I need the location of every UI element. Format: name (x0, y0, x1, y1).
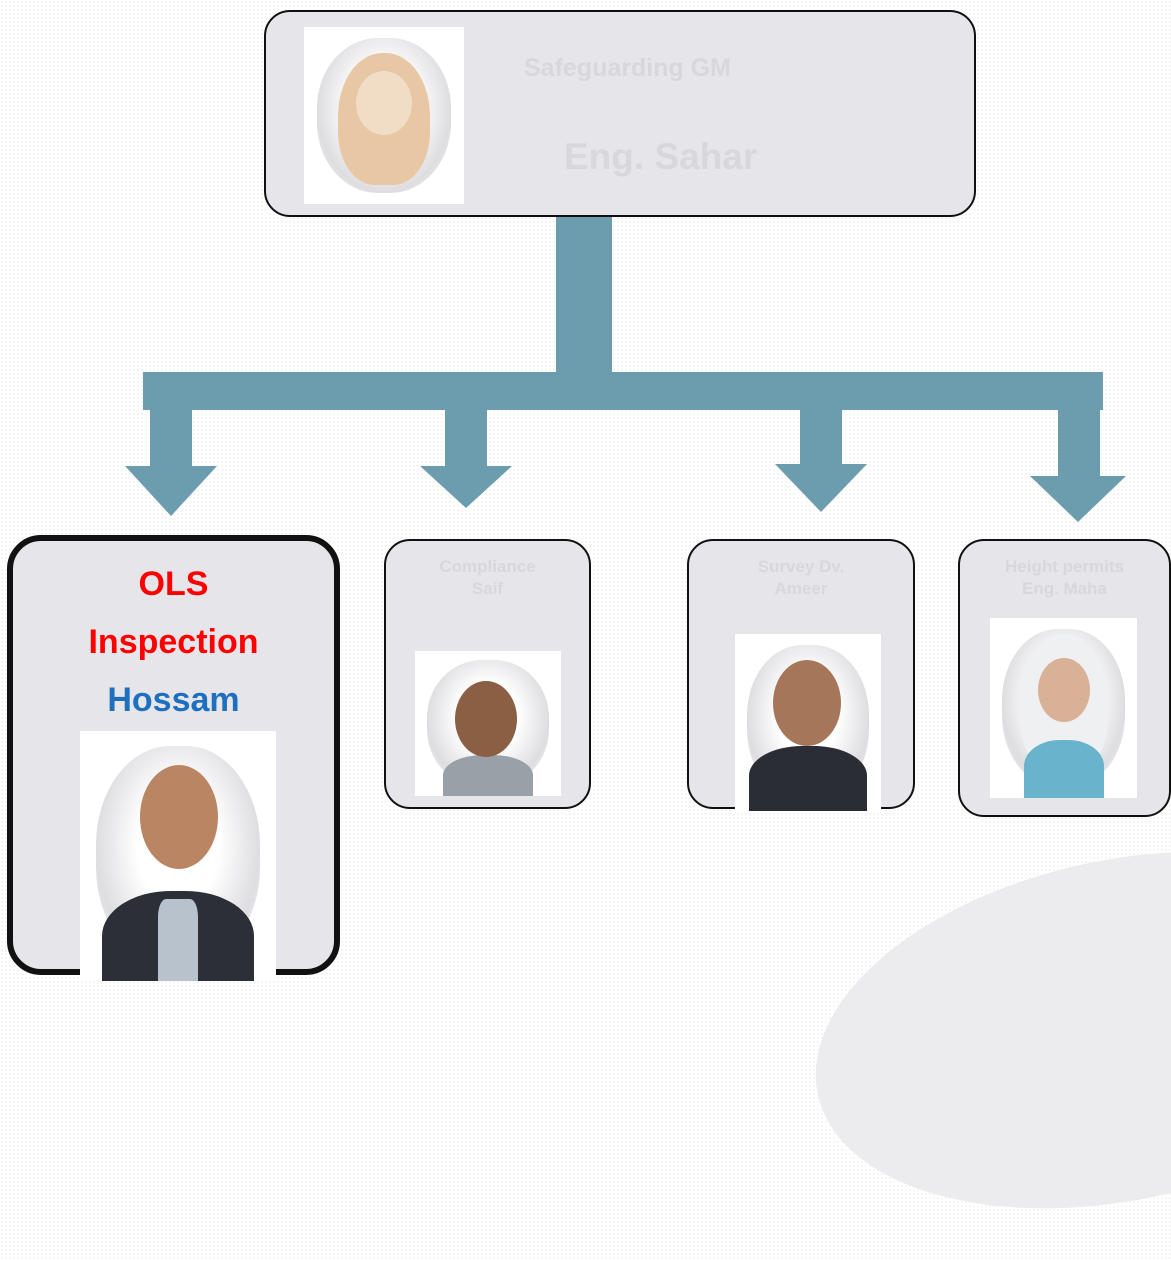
ameer-photo (735, 634, 881, 811)
height-permits-label: Height permits (1004, 557, 1125, 576)
maha-photo (990, 618, 1137, 798)
saif-photo (415, 651, 561, 796)
arrow-shaft-ols (150, 408, 192, 468)
trunk-connector (556, 216, 612, 376)
top-node-name: Eng. Sahar (564, 136, 758, 177)
child-node-height-permits: Height permits Eng. Maha (958, 539, 1171, 817)
arrow-shaft-survey (800, 408, 842, 466)
horizontal-bar-connector (143, 372, 1103, 410)
ols-name-label: Hossam (107, 681, 240, 719)
top-node-role: Safeguarding GM (524, 54, 731, 82)
arrow-head-survey (775, 464, 867, 512)
survey-label: Survey Dv. (757, 557, 845, 576)
child-node-survey: Survey Dv. Ameer (687, 539, 915, 811)
child-node-compliance: Compliance Saif (384, 539, 591, 809)
arrow-head-ols (125, 466, 217, 516)
compliance-label: Compliance (439, 557, 536, 576)
survey-name-label: Ameer (774, 579, 828, 598)
hossam-photo (80, 731, 276, 981)
sahar-photo (304, 27, 464, 204)
ols-inspection-label: Inspection (88, 623, 259, 661)
arrow-shaft-compliance (445, 408, 487, 468)
connector-arrows (125, 216, 1126, 522)
arrow-head-height (1030, 476, 1126, 522)
child-node-ols: OLS Inspection Hossam (7, 535, 340, 981)
arrow-head-compliance (420, 466, 512, 508)
top-node-box: Safeguarding GM Eng. Sahar (264, 10, 976, 217)
height-permits-name-label: Eng. Maha (1021, 579, 1107, 598)
arrow-shaft-height (1058, 408, 1100, 478)
compliance-name-label: Saif (471, 579, 504, 598)
ols-label: OLS (138, 565, 209, 603)
